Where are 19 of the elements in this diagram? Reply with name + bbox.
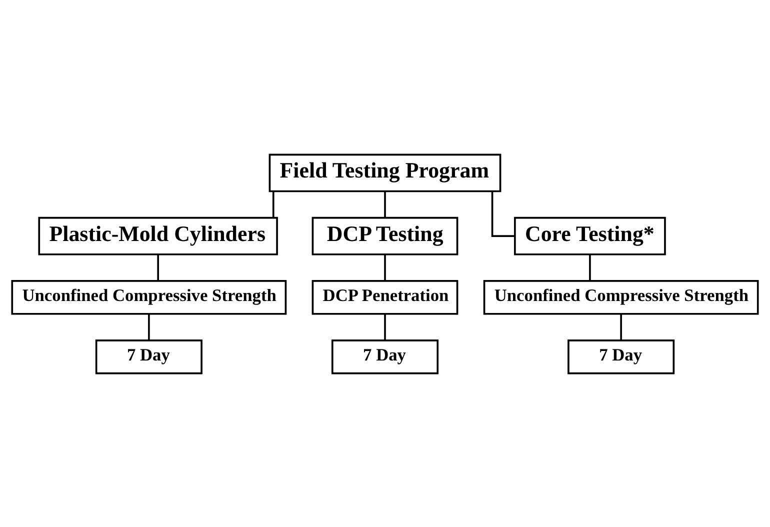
connector <box>491 191 515 236</box>
node-box: DCP Penetration <box>312 280 458 314</box>
connector <box>157 254 159 280</box>
node-box: Unconfined Compressive Strength <box>483 280 759 314</box>
node-box: 7 Day <box>95 338 202 374</box>
connector <box>384 313 386 340</box>
connector <box>589 254 591 280</box>
node-box: Plastic-Mold Cylinders <box>38 216 278 255</box>
connector <box>384 254 386 280</box>
node-box: Field Testing Program <box>268 153 502 192</box>
connector <box>272 191 274 217</box>
node-box: DCP Testing <box>312 216 458 255</box>
connector <box>620 313 622 340</box>
node-box: Unconfined Compressive Strength <box>11 280 287 314</box>
node-box: Core Testing* <box>514 216 666 255</box>
connector <box>384 191 386 217</box>
node-box: 7 Day <box>331 338 439 374</box>
connector <box>148 313 150 340</box>
node-box: 7 Day <box>568 338 675 374</box>
